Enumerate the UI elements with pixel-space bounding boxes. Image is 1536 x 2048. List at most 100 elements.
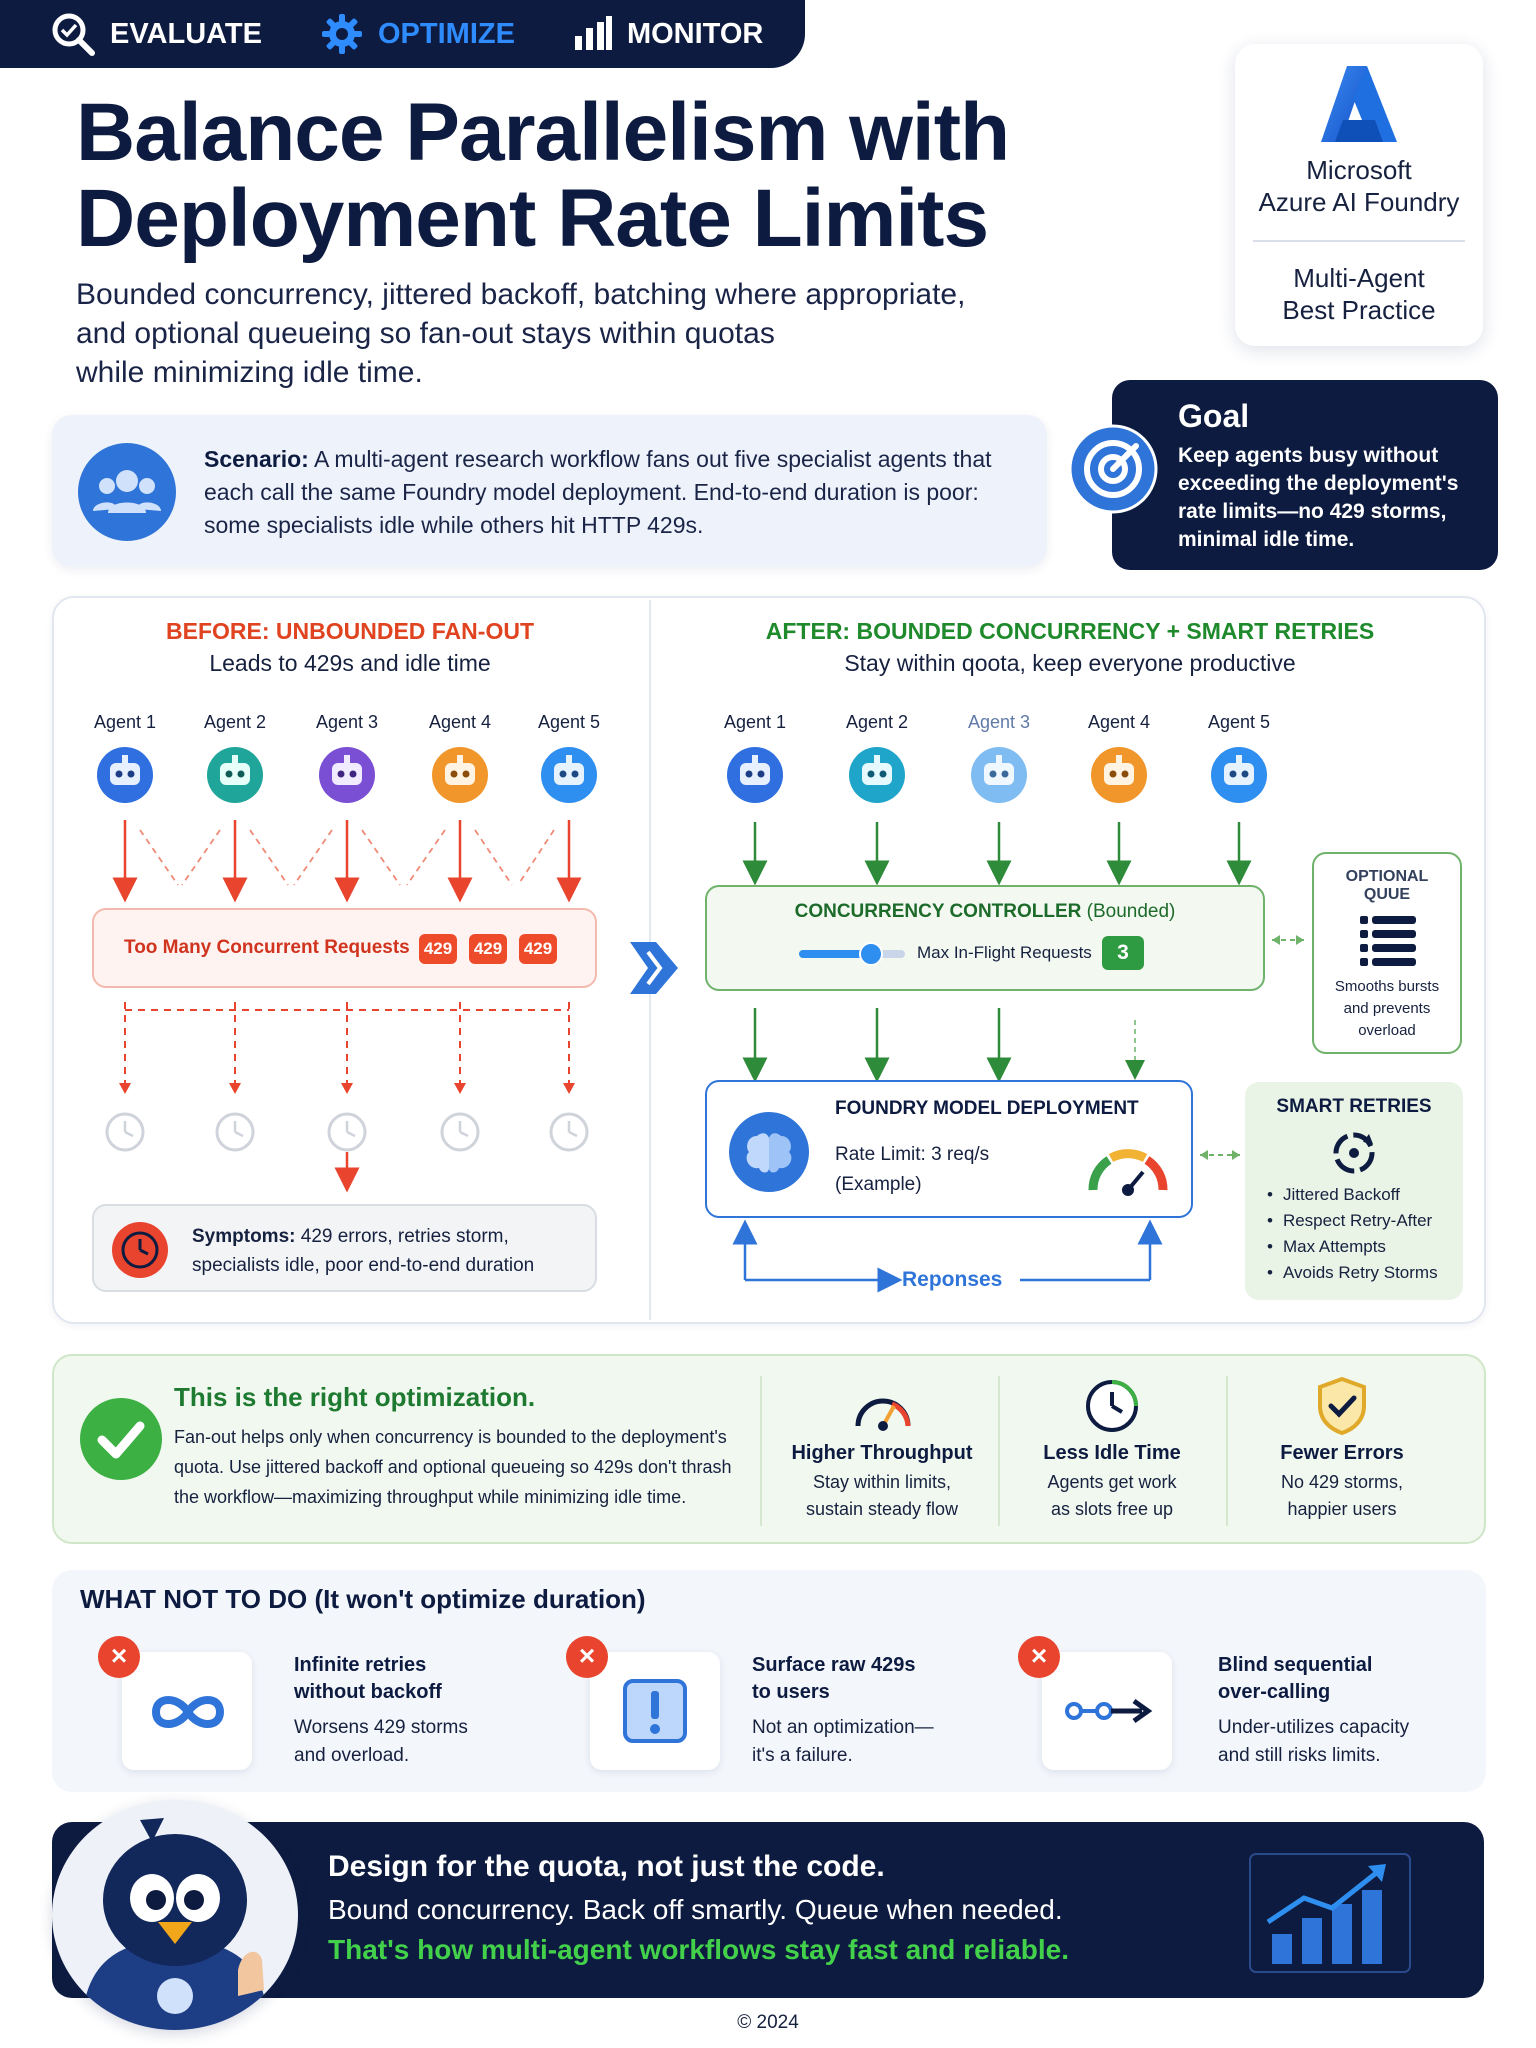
symptoms-text: Symptoms: 429 errors, retries storm, spe… <box>192 1222 592 1280</box>
optional-queue-card: OPTIONAL QUUE Smooths bursts and prevent… <box>1312 852 1462 1054</box>
check-circle-icon <box>80 1398 162 1480</box>
infinity-icon <box>151 1696 225 1728</box>
search-check-icon <box>52 13 95 56</box>
after-heading: AFTER: BOUNDED CONCURRENCY + SMART RETRI… <box>765 618 1375 644</box>
after-agent-1-label: Agent 1 <box>723 712 787 732</box>
responses-label: Reponses <box>902 1268 1003 1291</box>
not-to-do-title: WHAT NOT TO DO (It won't optimize durati… <box>80 1584 646 1614</box>
gear-icon <box>321 14 362 54</box>
robot-icon <box>319 747 375 803</box>
transition-arrow-icon <box>630 942 678 994</box>
benefit-title: Fewer Errors <box>1280 1442 1404 1464</box>
after-agent-2-label: Agent 2 <box>845 712 909 732</box>
controller-title-suffix: (Bounded) <box>1081 901 1176 922</box>
not-to-do-text: Infinite retries without backoff Worsens… <box>294 1652 524 1770</box>
clock-icon <box>105 1112 145 1152</box>
growth-chart-icon <box>1249 1853 1411 1973</box>
nav-evaluate-label: EVALUATE <box>110 17 262 50</box>
error-badge-429: 429 <box>419 934 457 964</box>
max-inflight-value: 3 <box>1102 936 1144 970</box>
band-divider <box>998 1376 1000 1526</box>
symptoms-label: Symptoms: <box>192 1226 296 1247</box>
shield-check-icon <box>1318 1376 1366 1436</box>
scenario-text: Scenario: A multi-agent research workflo… <box>204 443 1024 542</box>
speedometer-icon <box>855 1398 911 1431</box>
before-flow-diagram <box>97 747 597 1193</box>
right-optimization-band: This is the right optimization. Fan-out … <box>52 1354 1486 1544</box>
users-icon <box>78 443 176 541</box>
not-allowed-icon: × <box>566 1636 608 1678</box>
banner-line-3: That's how multi-agent workflows stay fa… <box>328 1934 1070 1965</box>
robot-icon <box>1211 747 1267 803</box>
retry-cycle-icon <box>1333 1132 1375 1174</box>
not-to-do-item-text: Under-utilizes capacity and still risks … <box>1218 1717 1410 1766</box>
not-to-do-item-title: Surface raw 429s to users <box>752 1654 916 1703</box>
nav-monitor-label: MONITOR <box>626 17 764 50</box>
not-to-do-card <box>122 1652 252 1770</box>
foundry-deployment-card: FOUNDRY MODEL DEPLOYMENT Rate Limit: 3 r… <box>705 1080 1193 1218</box>
banner-line-2: Bound concurrency. Back off smartly. Que… <box>328 1894 1063 1925</box>
retries-list: Jittered Backoff Respect Retry-After Max… <box>1267 1182 1438 1286</box>
robot-icon <box>432 747 488 803</box>
clock-icon <box>215 1112 255 1152</box>
max-inflight-label: Max In-Flight Requests <box>917 943 1092 962</box>
brain-icon <box>729 1112 809 1192</box>
penguin-mascot-icon <box>82 1818 268 2030</box>
before-agent-2-label: Agent 2 <box>203 712 267 732</box>
brand-tag: Multi-Agent Best Practice <box>1282 263 1436 325</box>
goal-title: Goal <box>1178 398 1250 434</box>
alert-icon <box>623 1679 687 1743</box>
nav-optimize[interactable]: OPTIMIZE <box>320 12 515 56</box>
benefit-errors: Fewer Errors No 429 storms, happier user… <box>1242 1376 1442 1523</box>
symptoms-box: Symptoms: 429 errors, retries storm, spe… <box>92 1204 597 1292</box>
symptoms-body: 429 errors, retries storm, specialists i… <box>192 1226 535 1276</box>
retries-item: Respect Retry-After <box>1267 1208 1438 1234</box>
not-to-do-text: Surface raw 429s to users Not an optimiz… <box>752 1652 982 1770</box>
top-nav: EVALUATE OPTIMIZE MONITOR <box>0 0 805 68</box>
goal-text: Keep agents busy without exceeding the d… <box>1178 444 1459 551</box>
gauge-icon <box>1088 1149 1168 1196</box>
optimization-title: This is the right optimization. <box>174 1382 536 1412</box>
scenario-label: Scenario: <box>204 446 309 472</box>
after-flow-diagram <box>727 747 1304 1293</box>
page-title: Balance Parallelism with Deployment Rate… <box>76 87 1010 264</box>
before-agent-4-label: Agent 4 <box>428 712 492 732</box>
foundry-rate-limit: Rate Limit: 3 req/s (Example) <box>835 1144 990 1195</box>
concurrency-controller: CONCURRENCY CONTROLLER (Bounded) Max In-… <box>705 885 1265 991</box>
not-allowed-icon: × <box>1018 1636 1060 1678</box>
after-subheading: Stay within qoota, keep everyone product… <box>844 650 1296 676</box>
robot-icon <box>849 747 905 803</box>
robot-icon <box>971 747 1027 803</box>
optimization-text: Fan-out helps only when concurrency is b… <box>174 1427 732 1507</box>
concurrency-slider[interactable] <box>797 939 907 969</box>
benefit-text: Stay within limits, sustain steady flow <box>805 1472 959 1519</box>
nav-monitor[interactable]: MONITOR <box>573 16 763 52</box>
queue-text: Smooths bursts and prevents overload <box>1334 978 1440 1039</box>
too-many-requests-box: Too Many Concurrent Requests 429 429 429 <box>92 908 597 988</box>
scenario-body: A multi-agent research workflow fans out… <box>204 446 992 538</box>
before-agent-1-label: Agent 1 <box>93 712 157 732</box>
benefit-idle-time: Less Idle Time Agents get work as slots … <box>1012 1380 1212 1523</box>
benefit-title: Higher Throughput <box>791 1442 973 1464</box>
retries-item: Jittered Backoff <box>1267 1182 1438 1208</box>
clock-icon <box>440 1112 480 1152</box>
brand-card: Microsoft Azure AI Foundry Multi-Agent B… <box>1235 44 1483 346</box>
bar-chart-icon <box>574 16 612 50</box>
not-allowed-icon: × <box>98 1636 140 1678</box>
not-to-do-card <box>590 1652 720 1770</box>
not-to-do-text: Blind sequential over-calling Under-util… <box>1218 1652 1448 1770</box>
after-agent-4-label: Agent 4 <box>1087 712 1151 732</box>
page-subtitle: Bounded concurrency, jittered backoff, b… <box>76 278 966 389</box>
not-to-do-card <box>1042 1652 1172 1770</box>
queue-title: OPTIONAL QUUE <box>1345 868 1429 903</box>
not-to-do-item-text: Not an optimization— it's a failure. <box>752 1717 934 1766</box>
before-agent-3-label: Agent 3 <box>315 712 379 732</box>
robot-icon <box>727 747 783 803</box>
nav-evaluate[interactable]: EVALUATE <box>50 11 262 57</box>
controller-title-text: CONCURRENCY CONTROLLER <box>794 901 1082 922</box>
not-to-do-item-title: Infinite retries without backoff <box>294 1654 442 1703</box>
too-many-requests-label: Too Many Concurrent Requests <box>124 937 410 958</box>
brand-divider <box>1253 240 1465 242</box>
foundry-title: FOUNDRY MODEL DEPLOYMENT <box>835 1098 1139 1119</box>
band-divider <box>760 1376 762 1526</box>
